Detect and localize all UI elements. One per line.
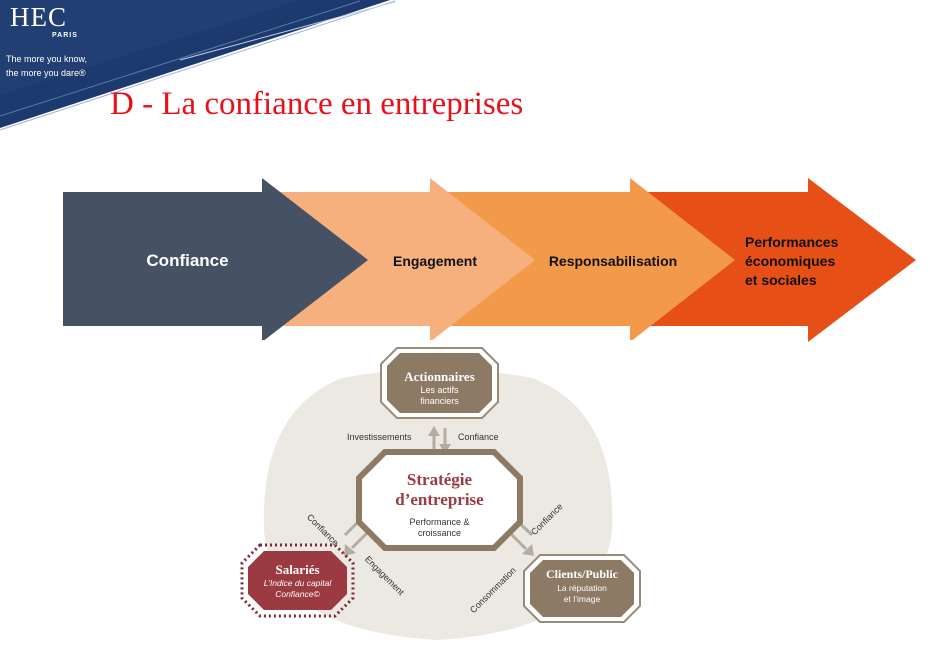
tagline-line2: the more you dare® (6, 68, 86, 78)
flow-label-confiance: Confiance (146, 251, 229, 270)
clients-sub-line1: La réputation (557, 583, 607, 593)
salaries-title: Salariés (275, 562, 320, 577)
header-banner (0, 0, 400, 140)
flow-label-performances-line3: et sociales (745, 272, 817, 288)
strategie-title: Stratégie d’entreprise (362, 470, 517, 510)
flow-arrows (63, 178, 916, 342)
strategie-title-line1: Stratégie (406, 470, 473, 489)
strategie-sub-line2: croissance (417, 528, 462, 538)
hec-logo: HEC (10, 2, 67, 32)
edge-label-investissements: Investissements (347, 432, 412, 442)
actionnaires-title: Actionnaires (404, 369, 475, 384)
flow-arrow-3 (430, 178, 735, 342)
clients-sub-line2: et l’image (563, 594, 601, 604)
flow-arrow-2 (262, 178, 535, 342)
tagline: The more you know, the more you dare® (6, 52, 87, 80)
actionnaires-subtitle: Les actifs financiers (382, 385, 497, 407)
salaries-sub-line2: Confiance© (275, 589, 320, 599)
flow-arrow-1 (63, 178, 368, 342)
flow-label-responsabilisation: Responsabilisation (548, 253, 678, 269)
strategie-subtitle: Performance & croissance (362, 517, 517, 539)
page-title: D - La confiance en entreprises (110, 86, 524, 122)
strategie-title-line2: d’entreprise (395, 490, 484, 509)
flow-label-performances: Performances économiques et sociales (745, 233, 838, 290)
diagram-shapes (232, 340, 646, 646)
actionnaires-sub-line2: financiers (420, 396, 459, 406)
clients-subtitle: La réputation et l’image (530, 583, 634, 605)
tagline-line1: The more you know, (6, 54, 88, 64)
flow-label-engagement: Engagement (392, 253, 477, 269)
hec-logo-paris: PARIS (52, 32, 78, 39)
clients-title: Clients/Public (545, 567, 618, 581)
flow-label-performances-line2: économiques (745, 253, 836, 269)
edge-label-confiance-top: Confiance (458, 432, 499, 442)
strategie-sub-line1: Performance & (409, 517, 470, 527)
flow-arrow-4 (630, 178, 916, 342)
stakeholder-diagram: Actionnaires Les actifs financiers Strat… (232, 340, 646, 646)
salaries-subtitle: L’Indice du capital Confiance© (248, 578, 347, 600)
actionnaires-sub-line1: Les actifs (420, 385, 459, 395)
flow-label-performances-line1: Performances (745, 234, 839, 250)
salaries-sub-line1: L’Indice du capital (263, 578, 332, 588)
